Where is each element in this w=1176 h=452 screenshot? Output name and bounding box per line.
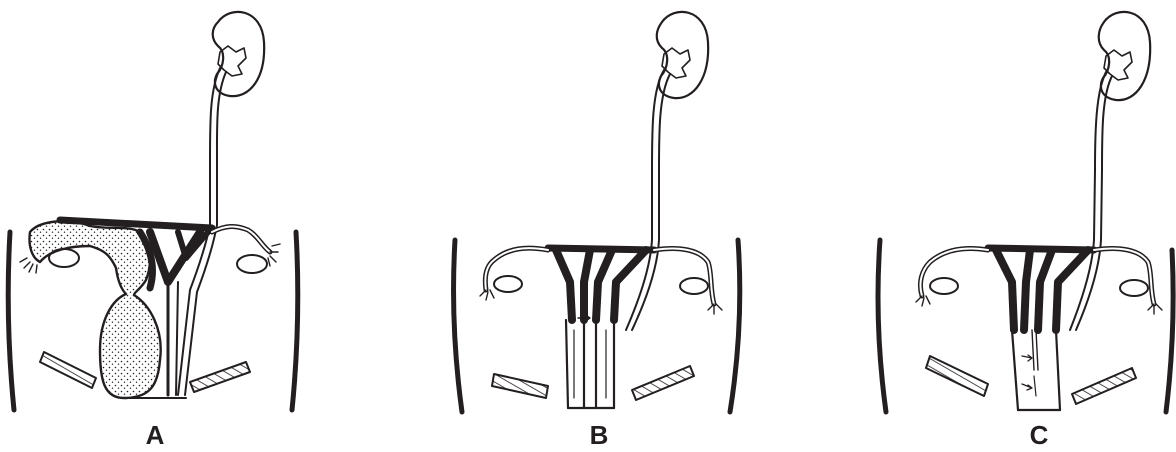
communication-arrow <box>1022 355 1032 390</box>
ovary-right <box>1120 280 1148 296</box>
ovary-left <box>49 249 79 267</box>
panel-label-c: C <box>1019 420 1059 451</box>
distended-hemiuterus <box>29 221 160 398</box>
panel-a <box>8 12 298 410</box>
vaginal-septum <box>1032 330 1038 370</box>
pelvic-wall-right <box>292 232 298 410</box>
pelvic-wall-left <box>8 232 14 410</box>
kidney-icon <box>657 12 708 98</box>
fundal-band <box>548 248 654 250</box>
panel-c <box>878 12 1173 412</box>
round-ligament-left <box>492 374 548 398</box>
kidney-icon <box>1099 12 1150 100</box>
vagina-right-channel <box>596 320 614 408</box>
pelvic-wall-right <box>1166 250 1173 412</box>
panel-b <box>454 12 740 412</box>
round-ligament-left <box>926 356 988 396</box>
kidney-icon <box>213 12 264 96</box>
ovary-left <box>930 278 958 294</box>
panel-label-b: B <box>579 420 619 451</box>
panel-label-a: A <box>135 420 175 451</box>
tube-right <box>654 249 714 305</box>
ovary-left <box>494 276 522 292</box>
ovary-right <box>680 278 708 294</box>
tube-right <box>212 226 270 252</box>
vagina-left-channel <box>566 320 584 408</box>
ovary-right <box>237 255 267 273</box>
round-ligament-left <box>40 352 96 388</box>
round-ligament-right <box>1072 368 1136 404</box>
tube-right <box>1094 249 1154 305</box>
pelvic-wall-right <box>730 240 740 412</box>
round-ligament-right <box>632 366 694 400</box>
round-ligament-right <box>190 362 250 392</box>
fundal-band <box>988 248 1094 250</box>
pelvic-wall-left <box>454 240 462 412</box>
pelvic-wall-left <box>878 240 886 412</box>
